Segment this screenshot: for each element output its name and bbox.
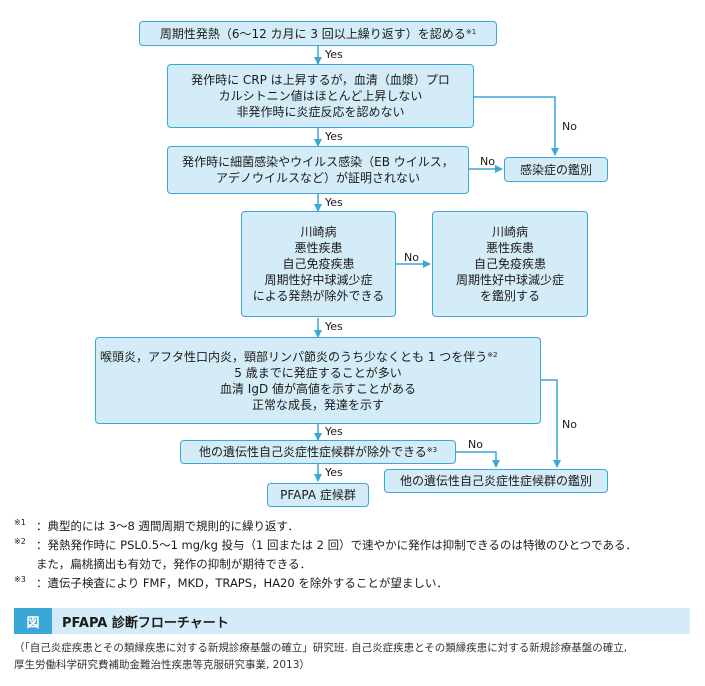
result-pfapa: PFAPA 症候群 bbox=[267, 483, 369, 507]
step-clinical-features: 喉頭炎，アフタ性口内炎，頸部リンパ節炎のうち少なくとも 1 つを伴う※2 5 歳… bbox=[95, 337, 541, 424]
figure-tag: 図 bbox=[14, 608, 52, 634]
label-no-2: No bbox=[562, 120, 577, 133]
figure-title: PFAPA 診断フローチャート bbox=[62, 615, 229, 631]
footnote-2-continued: また，扁桃摘出も有効で，発作の抑制が期待できる． bbox=[36, 557, 312, 571]
figure-caption: 図 PFAPA 診断フローチャート bbox=[14, 608, 690, 634]
result-other-diseases-differential: 川崎病 悪性疾患 自己免疫疾患 周期性好中球減少症 を鑑別する bbox=[432, 211, 588, 317]
step-other-diseases-excluded: 川崎病 悪性疾患 自己免疫疾患 周期性好中球減少症 による発熱が除外できる bbox=[241, 211, 396, 317]
step-periodic-fever: 周期性発熱（6〜12 カ月に 3 回以上繰り返す）を認める※1 bbox=[139, 21, 497, 46]
step-crp-procalcitonin: 発作時に CRP は上昇するが，血清（血漿）プロ カルシトニン値はほとんど上昇し… bbox=[167, 64, 474, 128]
result-infection-differential: 感染症の鑑別 bbox=[504, 157, 608, 182]
label-yes-4: Yes bbox=[325, 320, 343, 333]
label-no-4: No bbox=[404, 251, 419, 264]
label-no-5: No bbox=[562, 418, 577, 431]
footnote-3: ※3 ：遺伝子検査により FMF，MKD，TRAPS，HA20 を除外することが… bbox=[14, 575, 448, 590]
source-line-1: （「自己炎症疾患とその類縁疾患に対する新規診療基盤の確立」研究班. 自己炎症疾患… bbox=[14, 642, 628, 654]
footnotes: ※1 ：典型的には 3〜8 週間周期で規則的に繰り返す． ※2 ：発熱発作時に … bbox=[14, 517, 700, 593]
label-yes-1: Yes bbox=[325, 48, 343, 61]
arrow-no-2 bbox=[474, 96, 559, 156]
label-no-3: No bbox=[480, 155, 495, 168]
step-hereditary-excluded: 他の遺伝性自己炎症性症候群が除外できる※3 bbox=[180, 440, 456, 464]
arrow-no-5 bbox=[541, 379, 561, 468]
flowchart-connectors bbox=[314, 45, 561, 482]
figure-source: （「自己炎症疾患とその類縁疾患に対する新規診療基盤の確立」研究班. 自己炎症疾患… bbox=[14, 640, 700, 674]
label-no-6: No bbox=[468, 438, 483, 451]
label-yes-5: Yes bbox=[325, 425, 343, 438]
flowchart: 周期性発熱（6〜12 カ月に 3 回以上繰り返す）を認める※1 発作時に CRP… bbox=[95, 21, 608, 507]
arrow-no-6 bbox=[456, 451, 500, 468]
footnote-2: ※2 ：発熱発作時に PSL0.5〜1 mg/kg 投与（1 回または 2 回）… bbox=[14, 537, 637, 552]
source-line-2: 厚生労働科学研究費補助金難治性疾患等克服研究事業, 2013） bbox=[14, 659, 310, 671]
label-yes-2: Yes bbox=[325, 130, 343, 143]
label-yes-6: Yes bbox=[325, 466, 343, 479]
result-hereditary-differential: 他の遺伝性自己炎症性症候群の鑑別 bbox=[384, 469, 608, 493]
footnote-1: ※1 ：典型的には 3〜8 週間周期で規則的に繰り返す． bbox=[14, 518, 299, 533]
label-yes-3: Yes bbox=[325, 196, 343, 209]
step-infection-excluded: 発作時に細菌感染やウイルス感染（EB ウイルス， アデノウイルスなど）が証明され… bbox=[167, 146, 469, 194]
